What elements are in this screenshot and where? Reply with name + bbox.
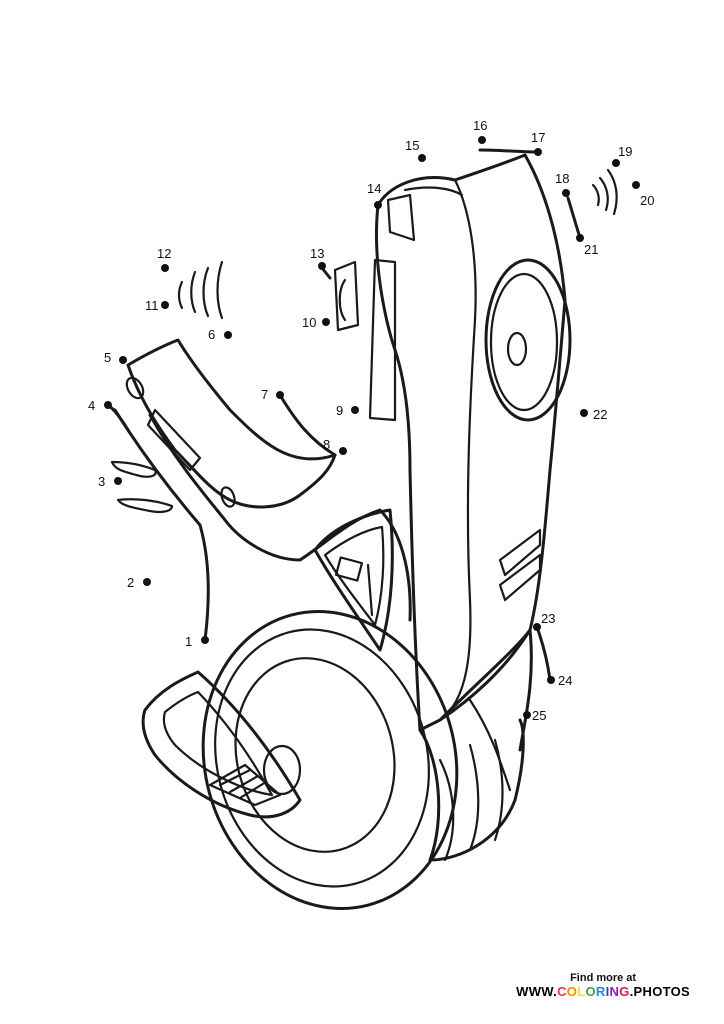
dot-3: [114, 477, 122, 485]
dot-label-4: 4: [88, 398, 95, 413]
find-more-text: Find more at: [570, 972, 637, 984]
brand-letter: G: [619, 984, 630, 999]
dot-label-22: 22: [593, 407, 607, 422]
brand-letter: L: [577, 984, 586, 999]
dot-7: [276, 391, 284, 399]
dot-label-16: 16: [473, 118, 487, 133]
dot-5: [119, 356, 127, 364]
dot-1: [201, 636, 209, 644]
dot-label-11: 11: [145, 298, 159, 313]
dot-15: [418, 154, 426, 162]
brand-letter: O: [566, 984, 578, 999]
dot-label-12: 12: [157, 246, 171, 261]
dot-18: [562, 189, 570, 197]
dot-19: [612, 159, 620, 167]
dot-label-15: 15: [405, 138, 419, 153]
dot-label-21: 21: [584, 242, 598, 257]
dot-label-24: 24: [558, 673, 572, 688]
site-brand: COLORING: [557, 984, 630, 999]
dot-11: [161, 301, 169, 309]
dot-21: [576, 234, 584, 242]
brand-letter: N: [609, 984, 620, 999]
numbered-dots: [104, 136, 640, 719]
dot-label-8: 8: [323, 437, 330, 452]
dot-2: [143, 578, 151, 586]
dot-label-19: 19: [618, 144, 632, 159]
dot-label-23: 23: [541, 611, 555, 626]
dot-16: [478, 136, 486, 144]
brand-letter: R: [595, 984, 606, 999]
site-link[interactable]: WWW.COLORING.PHOTOS: [516, 984, 690, 999]
dot-label-5: 5: [104, 350, 111, 365]
dot-14: [374, 201, 382, 209]
dot-10: [322, 318, 330, 326]
dot-9: [351, 406, 359, 414]
dot-label-9: 9: [336, 403, 343, 418]
dot-8: [339, 447, 347, 455]
dot-label-17: 17: [531, 130, 545, 145]
brand-letter: C: [557, 984, 567, 999]
dot-20: [632, 181, 640, 189]
dot-17: [534, 148, 542, 156]
dot-label-10: 10: [302, 315, 316, 330]
dot-12: [161, 264, 169, 272]
dot-label-25: 25: [532, 708, 546, 723]
dot-label-14: 14: [367, 181, 381, 196]
brand-letter: I: [605, 984, 610, 999]
dot-label-20: 20: [640, 193, 654, 208]
dot-label-13: 13: [310, 246, 324, 261]
dot-6: [224, 331, 232, 339]
dot-label-1: 1: [185, 634, 192, 649]
dot-label-7: 7: [261, 387, 268, 402]
dot-22: [580, 409, 588, 417]
dot-label-6: 6: [208, 327, 215, 342]
dot-25: [523, 711, 531, 719]
site-prefix: WWW.: [516, 984, 558, 999]
dot-23: [533, 623, 541, 631]
site-footer: Find more at WWW.COLORING.PHOTOS: [516, 972, 690, 999]
dot-labels: 1 2 3 4 5 6 7 8 9 10 11 12 13 14 15 16 1…: [88, 118, 654, 723]
dot-24: [547, 676, 555, 684]
dot-4: [104, 401, 112, 409]
dot-label-18: 18: [555, 171, 569, 186]
brand-letter: O: [585, 984, 596, 999]
dot-13: [318, 262, 326, 270]
site-suffix: .PHOTOS: [629, 984, 690, 999]
character-drawing: [106, 148, 618, 910]
dot-label-2: 2: [127, 575, 134, 590]
dot-label-3: 3: [98, 474, 105, 489]
